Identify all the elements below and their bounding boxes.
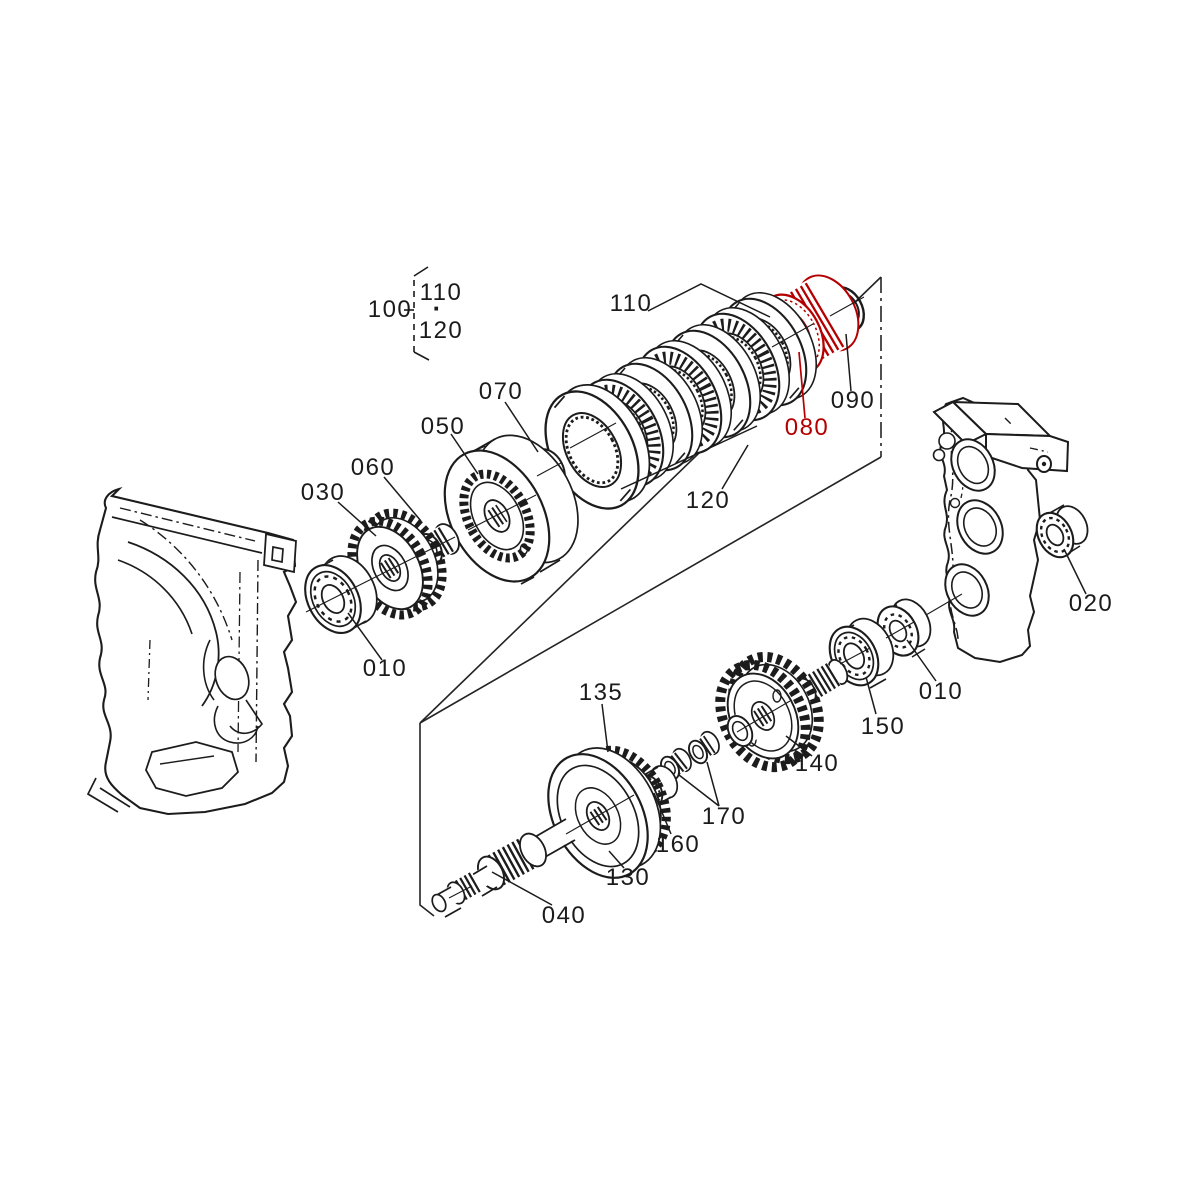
callout-group-dot: · [433,293,442,323]
callout-150-label[interactable]: 150 [861,713,906,740]
callout-135-label[interactable]: 135 [579,679,624,706]
callout-140-label[interactable]: 140 [795,750,840,777]
callout-040-label[interactable]: 040 [542,902,587,929]
callout-110-group-label[interactable]: 110 [420,279,463,306]
callout-090-label[interactable]: 090 [831,387,876,414]
callout-110-label[interactable]: 110 [610,290,653,317]
part-130-drum [547,747,662,879]
clutch-disc-stack [525,277,835,526]
callout-020-label[interactable]: 020 [1069,590,1114,617]
clutch-housing [86,486,298,816]
rear-case-housing [932,396,1070,664]
group-bracket-100 [404,266,430,361]
callout-100-label[interactable]: 100 [368,296,413,323]
callout-010-right-label[interactable]: 010 [919,678,964,705]
part-170-needle-bearings [660,730,720,781]
callout-060-label[interactable]: 060 [351,454,396,481]
callout-030-label[interactable]: 030 [301,479,346,506]
callout-070-label[interactable]: 070 [479,378,524,405]
callout-080-label-highlighted[interactable]: 080 [785,414,830,441]
axis-centerlines [305,296,963,899]
callout-170-label[interactable]: 170 [702,803,747,830]
part-030-gear [347,508,447,620]
callout-130-label[interactable]: 130 [606,864,651,891]
callout-010-left-label[interactable]: 010 [363,655,408,682]
callout-080-leader [798,351,806,419]
callout-050-label[interactable]: 050 [421,413,466,440]
part-040-shaft [431,818,576,918]
callout-120-label[interactable]: 120 [686,487,731,514]
callout-leader-lines [337,283,1087,906]
callout-120-group-label[interactable]: 120 [419,317,464,344]
callout-160-label[interactable]: 160 [656,831,701,858]
part-020-bearing [1035,504,1089,559]
